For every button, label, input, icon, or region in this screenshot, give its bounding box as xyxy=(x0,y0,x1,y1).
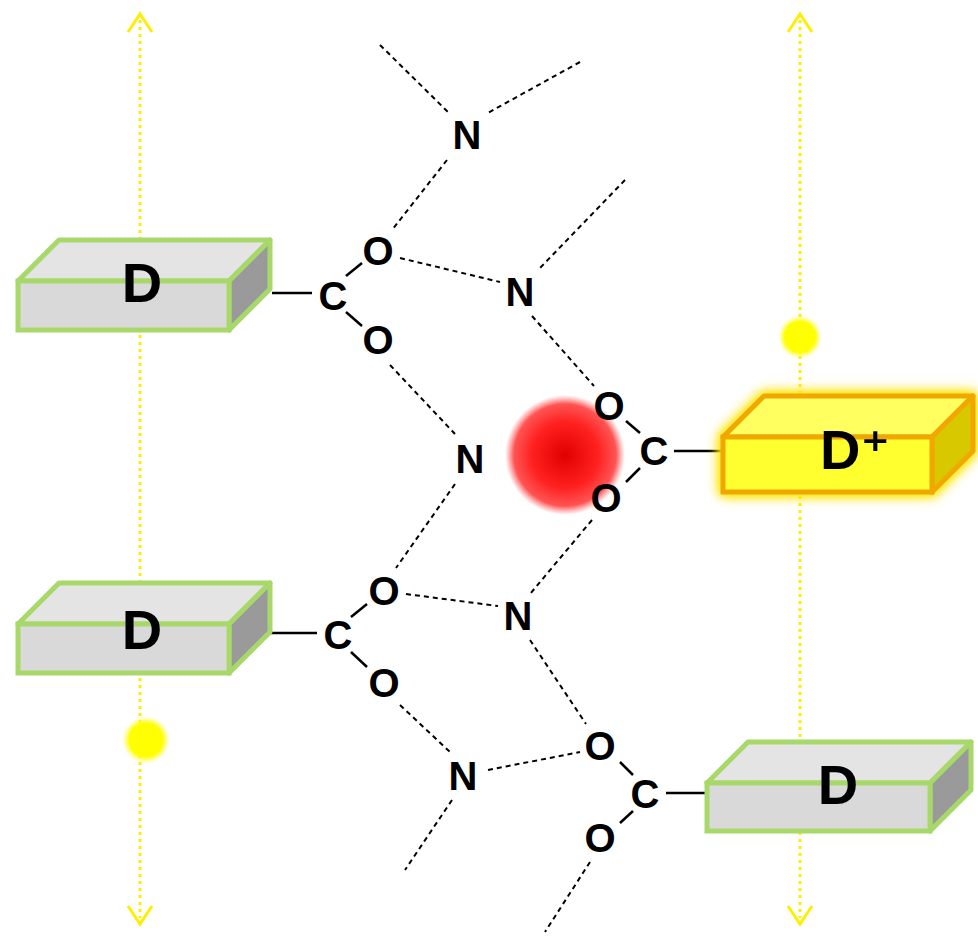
atom-label: N xyxy=(449,756,478,796)
atom-label: O xyxy=(362,231,393,271)
molecule-label: D xyxy=(122,255,162,311)
atom-label: C xyxy=(631,774,660,814)
charge-dot xyxy=(122,716,170,764)
molecule-label: D xyxy=(122,602,162,658)
covalent-bond xyxy=(270,263,722,823)
molecule-slab: D xyxy=(15,580,273,676)
atom-label: O xyxy=(584,726,615,766)
atom-label: C xyxy=(319,276,348,316)
atom-label: N xyxy=(504,596,533,636)
atom-label: O xyxy=(593,386,624,426)
atom-label: N xyxy=(456,439,485,479)
molecule-slab: D xyxy=(15,237,273,333)
charge-dot xyxy=(778,315,822,359)
atom-label: O xyxy=(368,571,399,611)
atom-label: O xyxy=(590,478,621,518)
molecule-slab: D xyxy=(704,739,974,834)
atom-label: N xyxy=(453,115,482,155)
molecule-slab: D⁺ xyxy=(720,393,976,495)
hydrogen-bond xyxy=(380,45,625,932)
atom-label: O xyxy=(584,818,615,858)
atom-label: N xyxy=(506,272,535,312)
atom-label: C xyxy=(640,431,669,471)
molecule-label: D xyxy=(818,757,858,813)
atom-label: O xyxy=(368,663,399,703)
atom-label: O xyxy=(362,320,393,360)
molecule-label: D⁺ xyxy=(820,422,890,478)
atom-label: C xyxy=(324,615,353,655)
